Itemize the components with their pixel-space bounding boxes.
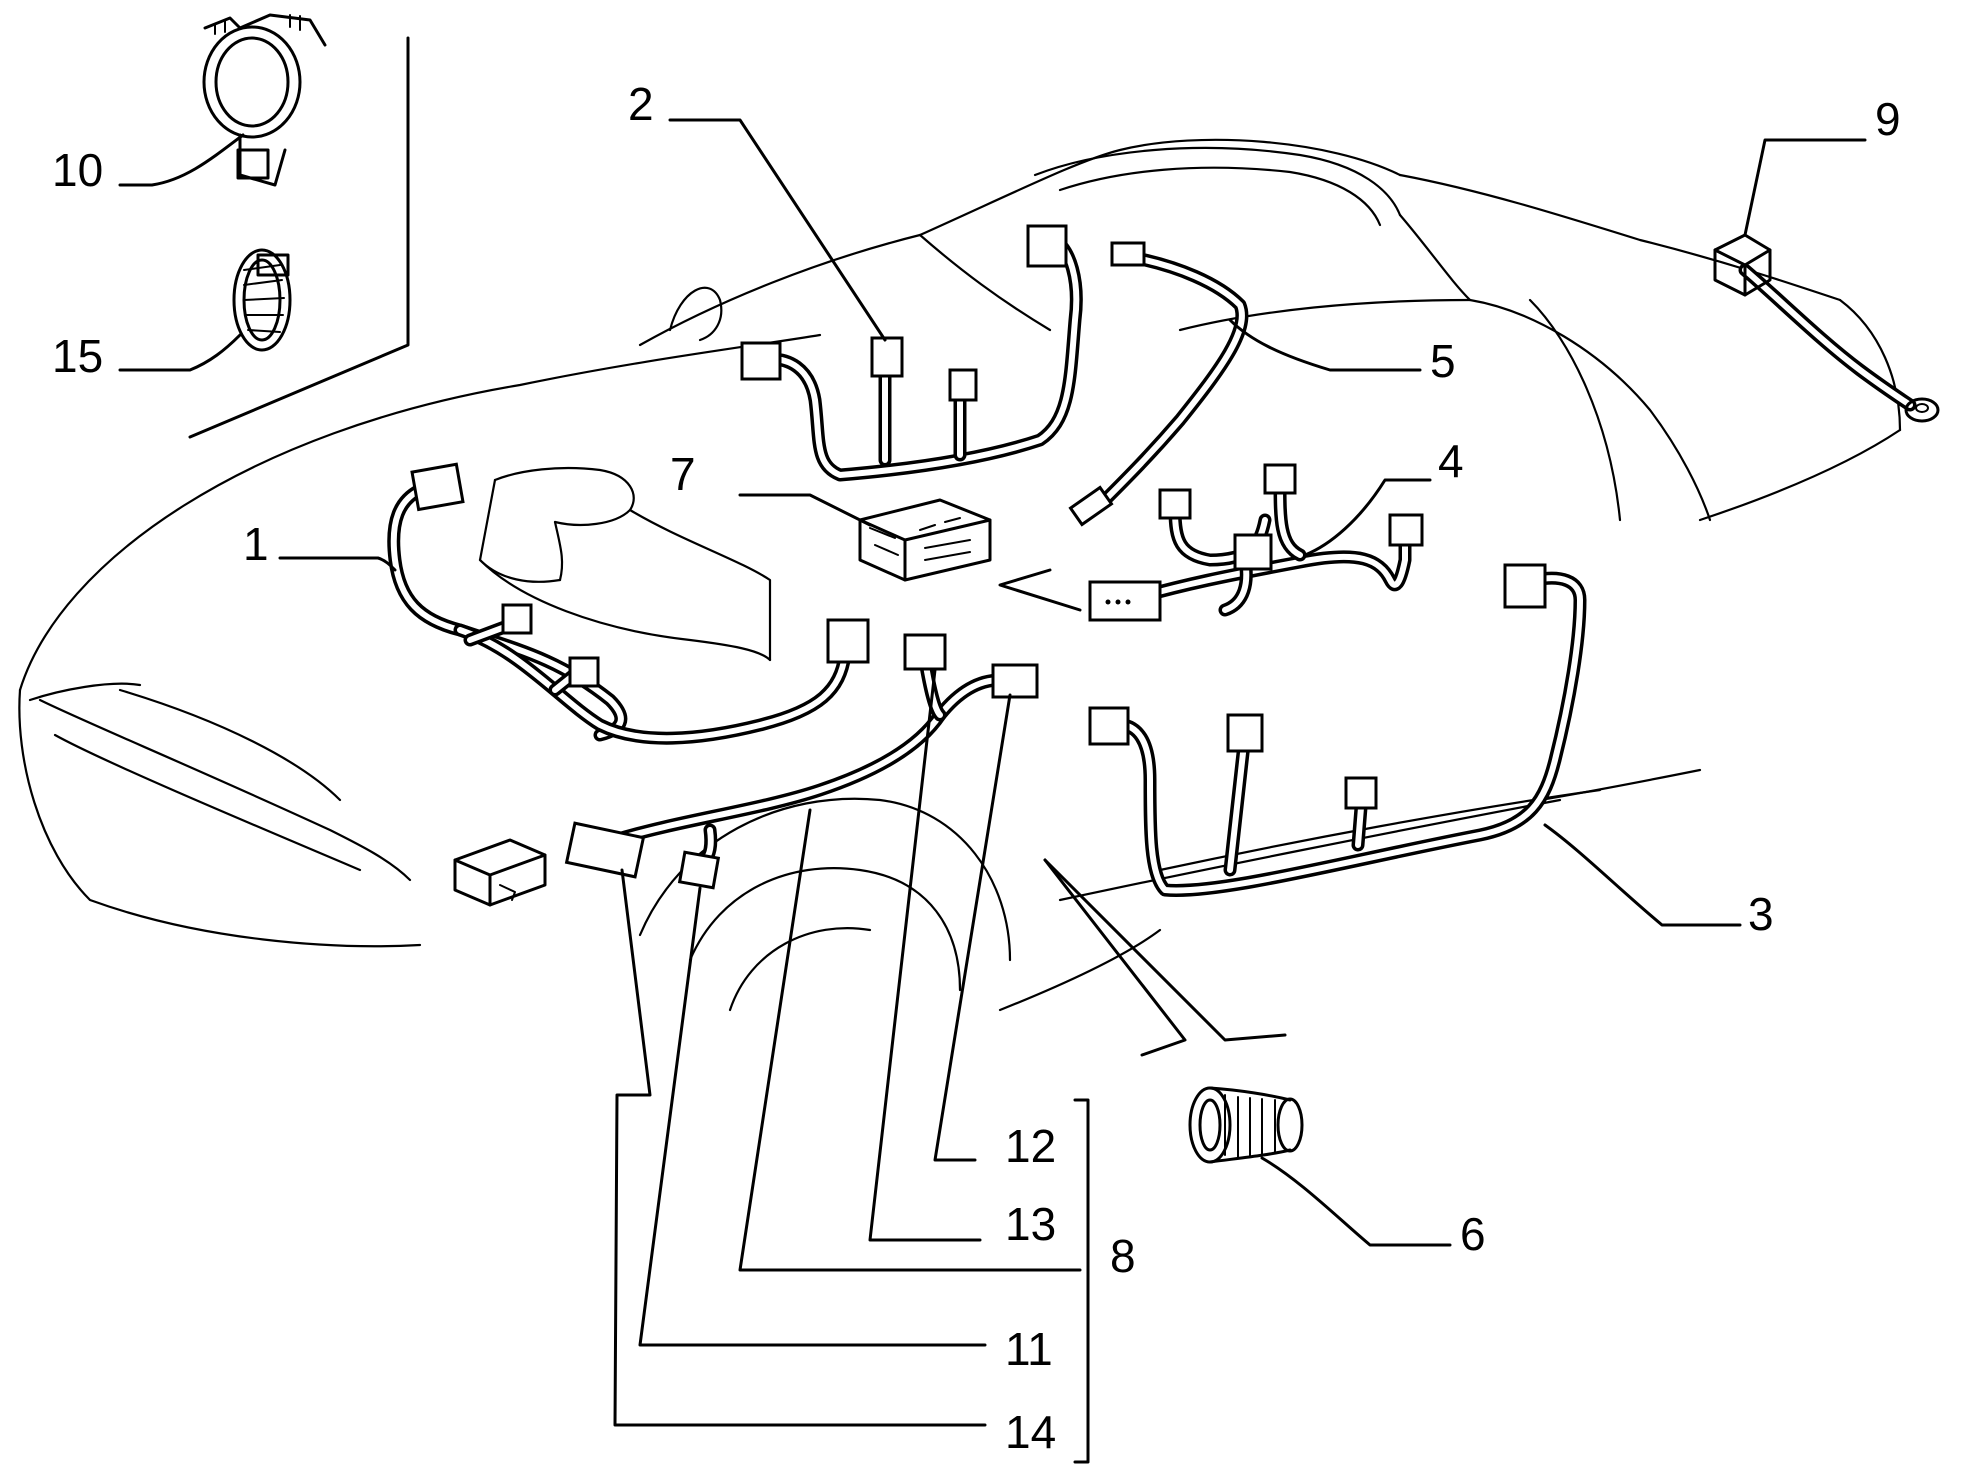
harness-part-3 [1088,563,1587,897]
callout-4: 4 [1438,435,1464,487]
leader-8 [738,808,1082,1272]
inset-separator [188,36,410,439]
harness-part-8 [564,633,1039,890]
callout-labels: 10 15 1 2 7 9 5 4 3 6 12 13 8 11 14 [52,78,1901,1458]
leader-6 [1260,1156,1452,1247]
leader-lines [118,118,1867,1464]
leader-5 [1228,318,1422,372]
leader-12 [933,693,1012,1162]
callout-12: 12 [1005,1120,1056,1172]
grommet-part-6 [1188,1086,1304,1164]
callout-10: 10 [52,144,103,196]
callout-1: 1 [243,518,269,570]
wedge-separator [998,568,1082,612]
leader-14 [613,868,987,1427]
leader-3 [1543,823,1742,927]
harness-part-1 [387,462,870,745]
car-body-outline [18,138,1902,1012]
strap-part-15 [232,248,292,352]
callout-9: 9 [1875,93,1901,145]
wedge-separator-6 [1043,858,1287,1057]
harness-part-2 [740,224,1083,482]
leader-4 [1303,478,1432,557]
leader-2 [668,118,887,342]
leader-11 [638,886,987,1347]
leader-10 [118,133,245,187]
clamp-part-10 [202,13,327,187]
callout-13: 13 [1005,1198,1056,1250]
group-bracket [1073,1098,1090,1464]
callout-7: 7 [670,448,696,500]
leader-13 [868,668,982,1242]
leader-9 [1743,138,1867,237]
callout-3: 3 [1748,888,1774,940]
callout-6: 6 [1460,1208,1486,1260]
harness-part-4 [1088,463,1424,622]
callout-2: 2 [628,78,654,130]
fusebox-part-7 [858,498,992,582]
battery-lead-part-9 [1713,233,1940,423]
callout-14: 14 [1005,1406,1056,1458]
callout-15: 15 [52,330,103,382]
callout-8: 8 [1110,1230,1136,1282]
callout-11: 11 [1005,1323,1053,1375]
harness-part-5 [1068,241,1249,527]
leader-7 [738,493,872,527]
leader-1 [278,556,397,572]
callout-5: 5 [1430,335,1456,387]
relay-box [453,838,547,907]
leader-15 [118,333,242,372]
